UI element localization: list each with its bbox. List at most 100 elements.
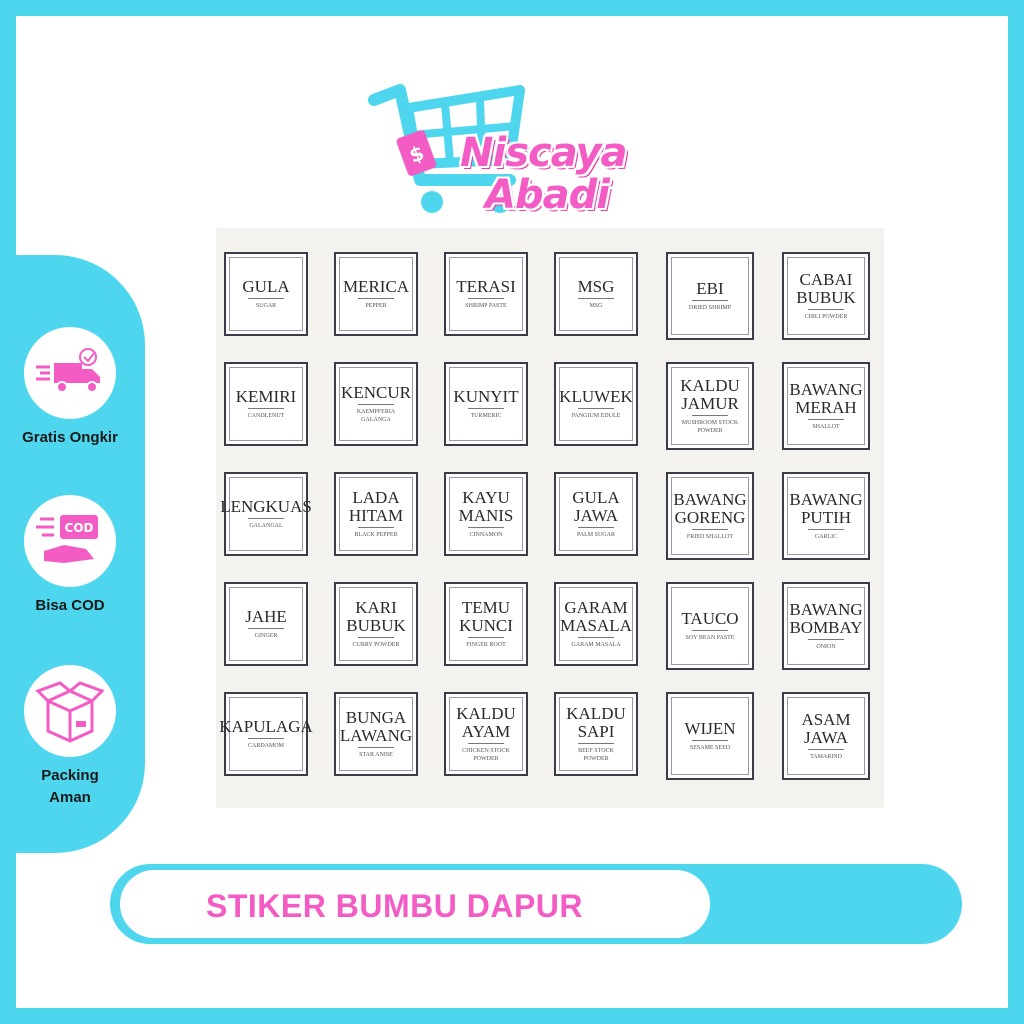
- sticker-subtitle: SUGAR: [255, 303, 277, 309]
- title-bar: STIKER BUMBU DAPUR: [110, 864, 962, 944]
- sticker-subtitle: BLACK PEPPER: [354, 532, 398, 538]
- brand-name-line1: Niscaya: [460, 130, 628, 176]
- feature-panel: Gratis Ongkir COD Bisa COD Packing Aman: [0, 255, 145, 853]
- sticker-name: WIJEN: [684, 719, 736, 738]
- sticker-name: KENCUR: [341, 383, 411, 402]
- sticker-name: JAHE: [245, 607, 287, 626]
- sticker-name: CABAI BUBUK: [796, 270, 856, 307]
- sticker-divider: [358, 637, 394, 638]
- sticker-name: MSG: [577, 277, 615, 296]
- sticker-divider: [248, 628, 284, 629]
- sticker-subtitle: GINGER: [254, 633, 278, 639]
- sticker-divider: [692, 529, 728, 530]
- sticker-divider: [468, 408, 504, 409]
- sticker-divider: [468, 637, 504, 638]
- sticker-divider: [808, 749, 844, 750]
- sticker-divider: [468, 527, 504, 528]
- package-box-icon: [35, 681, 105, 743]
- sticker-name: KUNYIT: [453, 387, 519, 406]
- sticker-divider: [358, 404, 394, 405]
- sticker-name: KALDU AYAM: [456, 704, 516, 741]
- sticker-subtitle: SESAME SEED: [689, 745, 731, 751]
- sticker-subtitle: CANDLENUT: [247, 413, 285, 419]
- spice-sticker: TAUCO SOY BEAN PASTE: [666, 582, 754, 670]
- spice-sticker: MSG MSG: [554, 252, 638, 336]
- sticker-subtitle: PEPPER: [365, 303, 387, 309]
- sticker-subtitle: PANGIUM EDULE: [571, 413, 621, 419]
- sticker-divider: [808, 529, 844, 530]
- sticker-divider: [578, 527, 614, 528]
- sticker-subtitle: SHALLOT: [812, 424, 840, 430]
- feature-icon-circle: [24, 665, 116, 757]
- sticker-subtitle: SHRIMP PASTE: [465, 303, 507, 309]
- sticker-subtitle: PALM SUGAR: [577, 532, 615, 538]
- delivery-truck-icon: [36, 348, 100, 393]
- spice-sticker: GULA JAWA PALM SUGAR: [554, 472, 638, 556]
- sticker-name: TAUCO: [681, 609, 739, 628]
- sticker-name: MERICA: [342, 277, 410, 296]
- title-pill: STIKER BUMBU DAPUR: [120, 870, 710, 938]
- brand-name-line2: Abadi: [485, 172, 610, 218]
- spice-sticker: JAHE GINGER: [224, 582, 308, 666]
- sticker-divider: [468, 743, 504, 744]
- sticker-divider: [692, 300, 728, 301]
- feature-label: Gratis Ongkir: [22, 429, 118, 446]
- sticker-divider: [248, 518, 284, 519]
- sticker-subtitle: GARAM MASALA: [571, 642, 621, 648]
- sticker-divider: [578, 408, 614, 409]
- spice-sticker: KARI BUBUK CURRY POWDER: [334, 582, 418, 666]
- sticker-name: KEMIRI: [235, 387, 297, 406]
- sticker-subtitle: SOY BEAN PASTE: [685, 635, 735, 641]
- feature-icon-circle: [24, 327, 116, 419]
- sticker-divider: [358, 747, 394, 748]
- sticker-subtitle: CHILI POWDER: [804, 314, 848, 320]
- feature-label: Bisa COD: [35, 597, 105, 614]
- sticker-subtitle: ONION: [816, 644, 836, 650]
- sticker-subtitle: FRIED SHALLOT: [686, 534, 734, 540]
- spice-sticker: LADA HITAM BLACK PEPPER: [334, 472, 418, 556]
- sticker-name: LADA HITAM: [348, 488, 404, 525]
- sticker-name: EBI: [696, 279, 724, 298]
- sticker-subtitle: STAR ANISE: [359, 752, 393, 758]
- feature-cod: COD Bisa COD: [0, 495, 140, 617]
- sticker-name: BAWANG BOMBAY: [789, 600, 863, 637]
- feature-free-shipping: Gratis Ongkir: [0, 327, 140, 449]
- cod-payment-icon: COD: [36, 515, 98, 563]
- spice-sticker: WIJEN SESAME SEED: [666, 692, 754, 780]
- product-title: STIKER BUMBU DAPUR: [206, 888, 583, 924]
- spice-sticker: EBI DRIED SHRIMP: [666, 252, 754, 340]
- sticker-subtitle: MSG: [589, 303, 603, 309]
- sticker-divider: [692, 415, 728, 416]
- spice-sticker: ASAM JAWA TAMARIND: [782, 692, 870, 780]
- sticker-name: BAWANG PUTIH: [789, 490, 863, 527]
- spice-sticker: BAWANG BOMBAY ONION: [782, 582, 870, 670]
- sticker-divider: [578, 743, 614, 744]
- sticker-subtitle: DRIED SHRIMP: [688, 305, 732, 311]
- sticker-divider: [468, 298, 504, 299]
- sticker-name: GULA JAWA: [572, 488, 620, 525]
- sticker-name: ASAM JAWA: [801, 710, 851, 747]
- sticker-name: BAWANG MERAH: [789, 380, 863, 417]
- spice-sticker: MERICA PEPPER: [334, 252, 418, 336]
- sticker-divider: [248, 298, 284, 299]
- sticker-subtitle: CURRY POWDER: [352, 642, 400, 648]
- sticker-name: KARI BUBUK: [346, 598, 406, 635]
- sticker-subtitle: KAEMPFERIA GALANGA: [356, 409, 396, 423]
- sticker-divider: [248, 408, 284, 409]
- sticker-subtitle: TAMARIND: [810, 754, 842, 760]
- sticker-name: LENGKUAS: [220, 497, 312, 516]
- feature-safe-packing: Packing Aman: [0, 665, 140, 809]
- sticker-divider: [692, 740, 728, 741]
